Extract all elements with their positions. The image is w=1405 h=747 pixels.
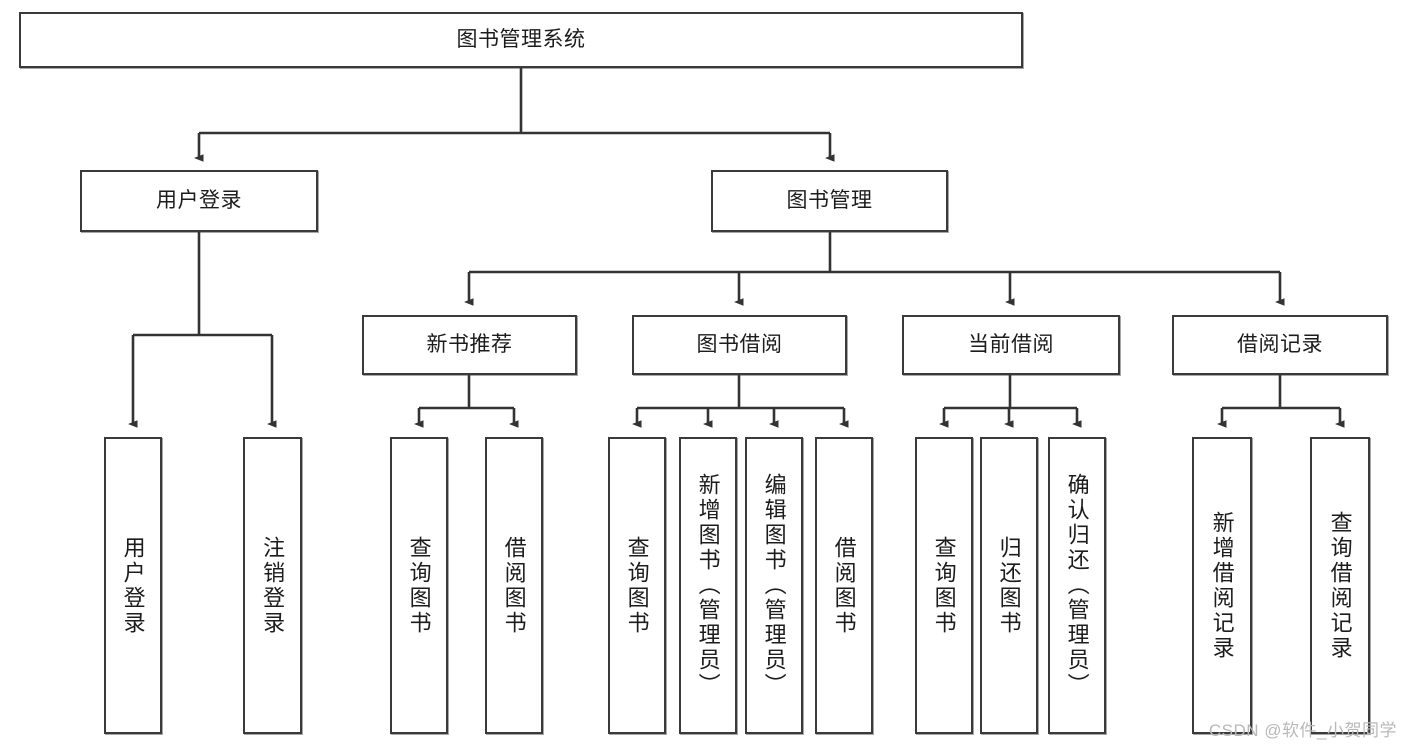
node-root[interactable]: 图书管理系统 — [19, 12, 1023, 68]
node-book-mgmt[interactable]: 图书管理 — [711, 170, 948, 232]
node-current-borrow-label: 当前借阅 — [968, 332, 1054, 356]
node-book-borrow[interactable]: 图书借阅 — [632, 315, 847, 375]
node-new-book-rec-label: 新书推荐 — [426, 332, 513, 356]
node-leaf-return-book[interactable]: 归还图书 — [980, 437, 1038, 734]
node-leaf-borrow-book-2-label: 借阅图书 — [831, 535, 857, 636]
node-user-login-label: 用户登录 — [156, 188, 242, 212]
node-new-book-rec[interactable]: 新书推荐 — [362, 315, 577, 375]
node-borrow-record[interactable]: 借阅记录 — [1172, 315, 1388, 375]
connectors-root-to-l2 — [194, 68, 835, 162]
node-leaf-add-record[interactable]: 新增借阅记录 — [1192, 437, 1252, 734]
node-book-borrow-label: 图书借阅 — [696, 332, 783, 356]
node-current-borrow[interactable]: 当前借阅 — [902, 315, 1120, 375]
connectors-newbook-to-leaves — [414, 375, 519, 428]
connectors-bookborrow-to-leaves — [632, 375, 849, 428]
node-leaf-add-book[interactable]: 新增图书（管理员） — [679, 437, 737, 734]
node-leaf-query-record[interactable]: 查询借阅记录 — [1310, 437, 1370, 734]
node-leaf-user-login-label: 用户登录 — [120, 535, 146, 636]
node-leaf-edit-book-label: 编辑图书（管理员） — [761, 473, 787, 698]
node-leaf-user-login[interactable]: 用户登录 — [104, 437, 162, 734]
node-leaf-logout-label: 注销登录 — [260, 535, 286, 636]
connectors-currentborrow-to-leaves — [939, 375, 1082, 428]
node-leaf-query-book-2[interactable]: 查询图书 — [608, 437, 666, 734]
node-leaf-query-book-2-label: 查询图书 — [624, 535, 650, 636]
node-leaf-query-book-1[interactable]: 查询图书 — [390, 437, 448, 734]
node-leaf-borrow-book-1-label: 借阅图书 — [501, 535, 527, 636]
connectors-userlogin-to-leaves — [128, 232, 277, 428]
node-book-mgmt-label: 图书管理 — [786, 188, 873, 212]
node-leaf-logout[interactable]: 注销登录 — [243, 437, 302, 734]
node-leaf-edit-book[interactable]: 编辑图书（管理员） — [745, 437, 803, 734]
node-leaf-query-record-label: 查询借阅记录 — [1327, 510, 1353, 661]
node-leaf-return-book-label: 归还图书 — [996, 535, 1022, 636]
node-leaf-add-record-label: 新增借阅记录 — [1209, 510, 1235, 661]
node-leaf-query-book-3-label: 查询图书 — [931, 535, 957, 636]
node-user-login[interactable]: 用户登录 — [80, 170, 318, 232]
node-leaf-borrow-book-2[interactable]: 借阅图书 — [815, 437, 873, 734]
node-leaf-borrow-book-1[interactable]: 借阅图书 — [485, 437, 543, 734]
node-borrow-record-label: 借阅记录 — [1237, 332, 1323, 356]
node-leaf-confirm-return[interactable]: 确认归还（管理员） — [1048, 437, 1106, 734]
node-leaf-query-book-1-label: 查询图书 — [406, 535, 432, 636]
node-leaf-add-book-label: 新增图书（管理员） — [695, 473, 721, 698]
node-leaf-confirm-return-label: 确认归还（管理员） — [1064, 473, 1090, 698]
connectors-bookmgmt-to-l3 — [464, 232, 1285, 306]
node-leaf-query-book-3[interactable]: 查询图书 — [915, 437, 973, 734]
connectors-borrowrecord-to-leaves — [1217, 375, 1345, 428]
node-root-label: 图书管理系统 — [456, 27, 586, 51]
